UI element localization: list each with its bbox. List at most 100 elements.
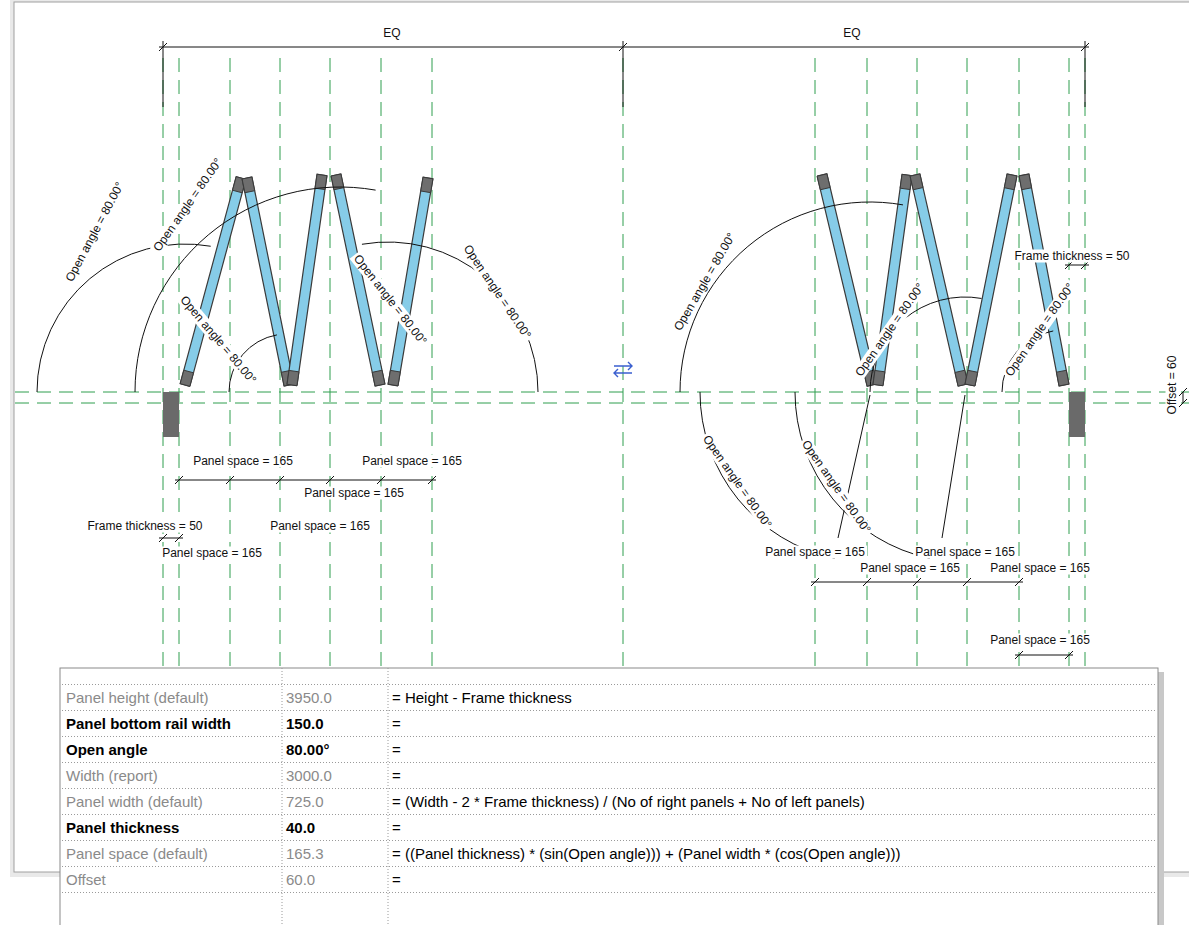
- parameter-formula: = ((Panel thickness) * (sin(Open angle))…: [392, 841, 901, 866]
- parameter-formula: =: [392, 737, 401, 762]
- table-row-rule: [62, 814, 1156, 815]
- dimension-tick: [1015, 651, 1023, 659]
- dimension-line: [159, 41, 1089, 107]
- dimension-text: EQ: [841, 27, 862, 40]
- dimension-label: Open angle = 80.00°: [798, 436, 874, 537]
- parameter-table: [60, 668, 1158, 925]
- panel-rail: [1004, 174, 1017, 190]
- parameter-name: Offset: [66, 867, 106, 892]
- dimension-rule: [175, 480, 436, 481]
- parameter-value: 150.0: [286, 711, 324, 736]
- glass-panel: [965, 174, 1017, 386]
- dimension-tick: [863, 578, 871, 586]
- dimension-line: [1015, 651, 1073, 659]
- reference-plane: [917, 58, 918, 668]
- dimension-label: Panel space = 165: [302, 487, 406, 500]
- reference-plane: [1085, 58, 1086, 668]
- table-row-rule: [62, 866, 1156, 867]
- dimension-tick: [1015, 578, 1023, 586]
- panel-rail: [910, 174, 923, 190]
- dimension-tick: [963, 578, 971, 586]
- dimension-label: Panel space = 165: [988, 634, 1092, 647]
- dimension-text: EQ: [381, 27, 402, 40]
- dimension-tick: [226, 476, 234, 484]
- extension-line: [623, 41, 624, 107]
- dimension-label: Panel space = 165: [268, 520, 372, 533]
- dimension-label: Open angle = 80.00°: [1002, 279, 1078, 380]
- dimension-label: Panel space = 165: [360, 455, 464, 468]
- reference-plane: [432, 58, 433, 668]
- panels: [180, 174, 1069, 386]
- panel-rail: [388, 370, 400, 385]
- parameter-formula: =: [392, 763, 401, 788]
- dimension-tick: [811, 578, 819, 586]
- parameter-value: 3000.0: [286, 763, 332, 788]
- table-row-rule: [62, 684, 1156, 685]
- panel-rail: [242, 177, 255, 193]
- reference-planes: [163, 58, 1085, 668]
- parameter-name: Panel thickness: [66, 815, 179, 840]
- extension-line: [163, 41, 164, 107]
- angle-arcs: [37, 187, 1053, 558]
- table-column-rule: [388, 668, 389, 925]
- parameter-value: 40.0: [286, 815, 315, 840]
- dimension-tick: [326, 476, 334, 484]
- dimension-tick: [1065, 651, 1073, 659]
- table-row-rule: [62, 736, 1156, 737]
- reference-plane: [623, 58, 624, 668]
- panel-rail: [1019, 174, 1031, 190]
- parameter-value: 3950.0: [286, 685, 332, 710]
- parameter-formula: =: [392, 867, 401, 892]
- reference-plane: [1069, 58, 1070, 668]
- dimension-label: Panel space = 165: [913, 546, 1017, 559]
- reference-plane: [179, 58, 180, 668]
- dimension-label: Panel space = 165: [988, 562, 1092, 575]
- panel-rail: [817, 174, 830, 190]
- table-row-rule: [62, 762, 1156, 763]
- dimension-tick: [159, 534, 167, 542]
- panel-rail: [180, 370, 193, 386]
- reference-plane: [15, 403, 1189, 404]
- table-row-rule: [62, 840, 1156, 841]
- dimension-label: Frame thickness = 50: [1012, 250, 1131, 263]
- panel-rail: [873, 370, 885, 385]
- dimension-tick: [913, 578, 921, 586]
- table-row-rule: [62, 892, 1156, 893]
- panel-rail: [965, 370, 978, 386]
- dimension-label: Panel space = 165: [191, 455, 295, 468]
- dimension-label: Open angle = 80.00°: [852, 279, 928, 380]
- dimension-label: Open angle = 80.00°: [460, 241, 535, 343]
- reference-plane: [815, 58, 816, 668]
- parameter-name: Width (report): [66, 763, 158, 788]
- dimension-tick: [175, 534, 183, 542]
- panel-rail: [1056, 370, 1068, 386]
- parameter-formula: = (Width - 2 * Frame thickness) / (No of…: [392, 789, 865, 814]
- angle-arc: [795, 392, 930, 558]
- reference-plane: [967, 58, 968, 668]
- dimension-label: Open angle = 80.00°: [671, 229, 740, 335]
- table-row-rule: [62, 788, 1156, 789]
- parameter-name: Panel space (default): [66, 841, 208, 866]
- extension-line: [1085, 41, 1086, 107]
- dimension-label: Frame thickness = 50: [85, 520, 204, 533]
- parameter-formula: = Height - Frame thickness: [392, 685, 572, 710]
- frame-post: [163, 392, 179, 437]
- reference-plane: [163, 58, 164, 668]
- parameter-name: Panel width (default): [66, 789, 203, 814]
- dimension-label: Open angle = 80.00°: [699, 431, 775, 532]
- dimension-line: [175, 476, 436, 484]
- reference-plane: [330, 58, 331, 668]
- parameter-name: Open angle: [66, 737, 148, 762]
- dimension-label: Open angle = 80.00°: [176, 292, 260, 388]
- dimension-line: [159, 534, 183, 542]
- panel-rail: [372, 370, 385, 386]
- table-row-rule: [62, 710, 1156, 711]
- dimension-label: Open angle = 80.00°: [150, 154, 226, 255]
- parameter-formula: =: [392, 815, 401, 840]
- angle-arc: [37, 244, 211, 392]
- reference-planes-h: [15, 392, 1189, 403]
- panel-rail: [421, 177, 433, 192]
- dimension-rule: [1015, 655, 1073, 656]
